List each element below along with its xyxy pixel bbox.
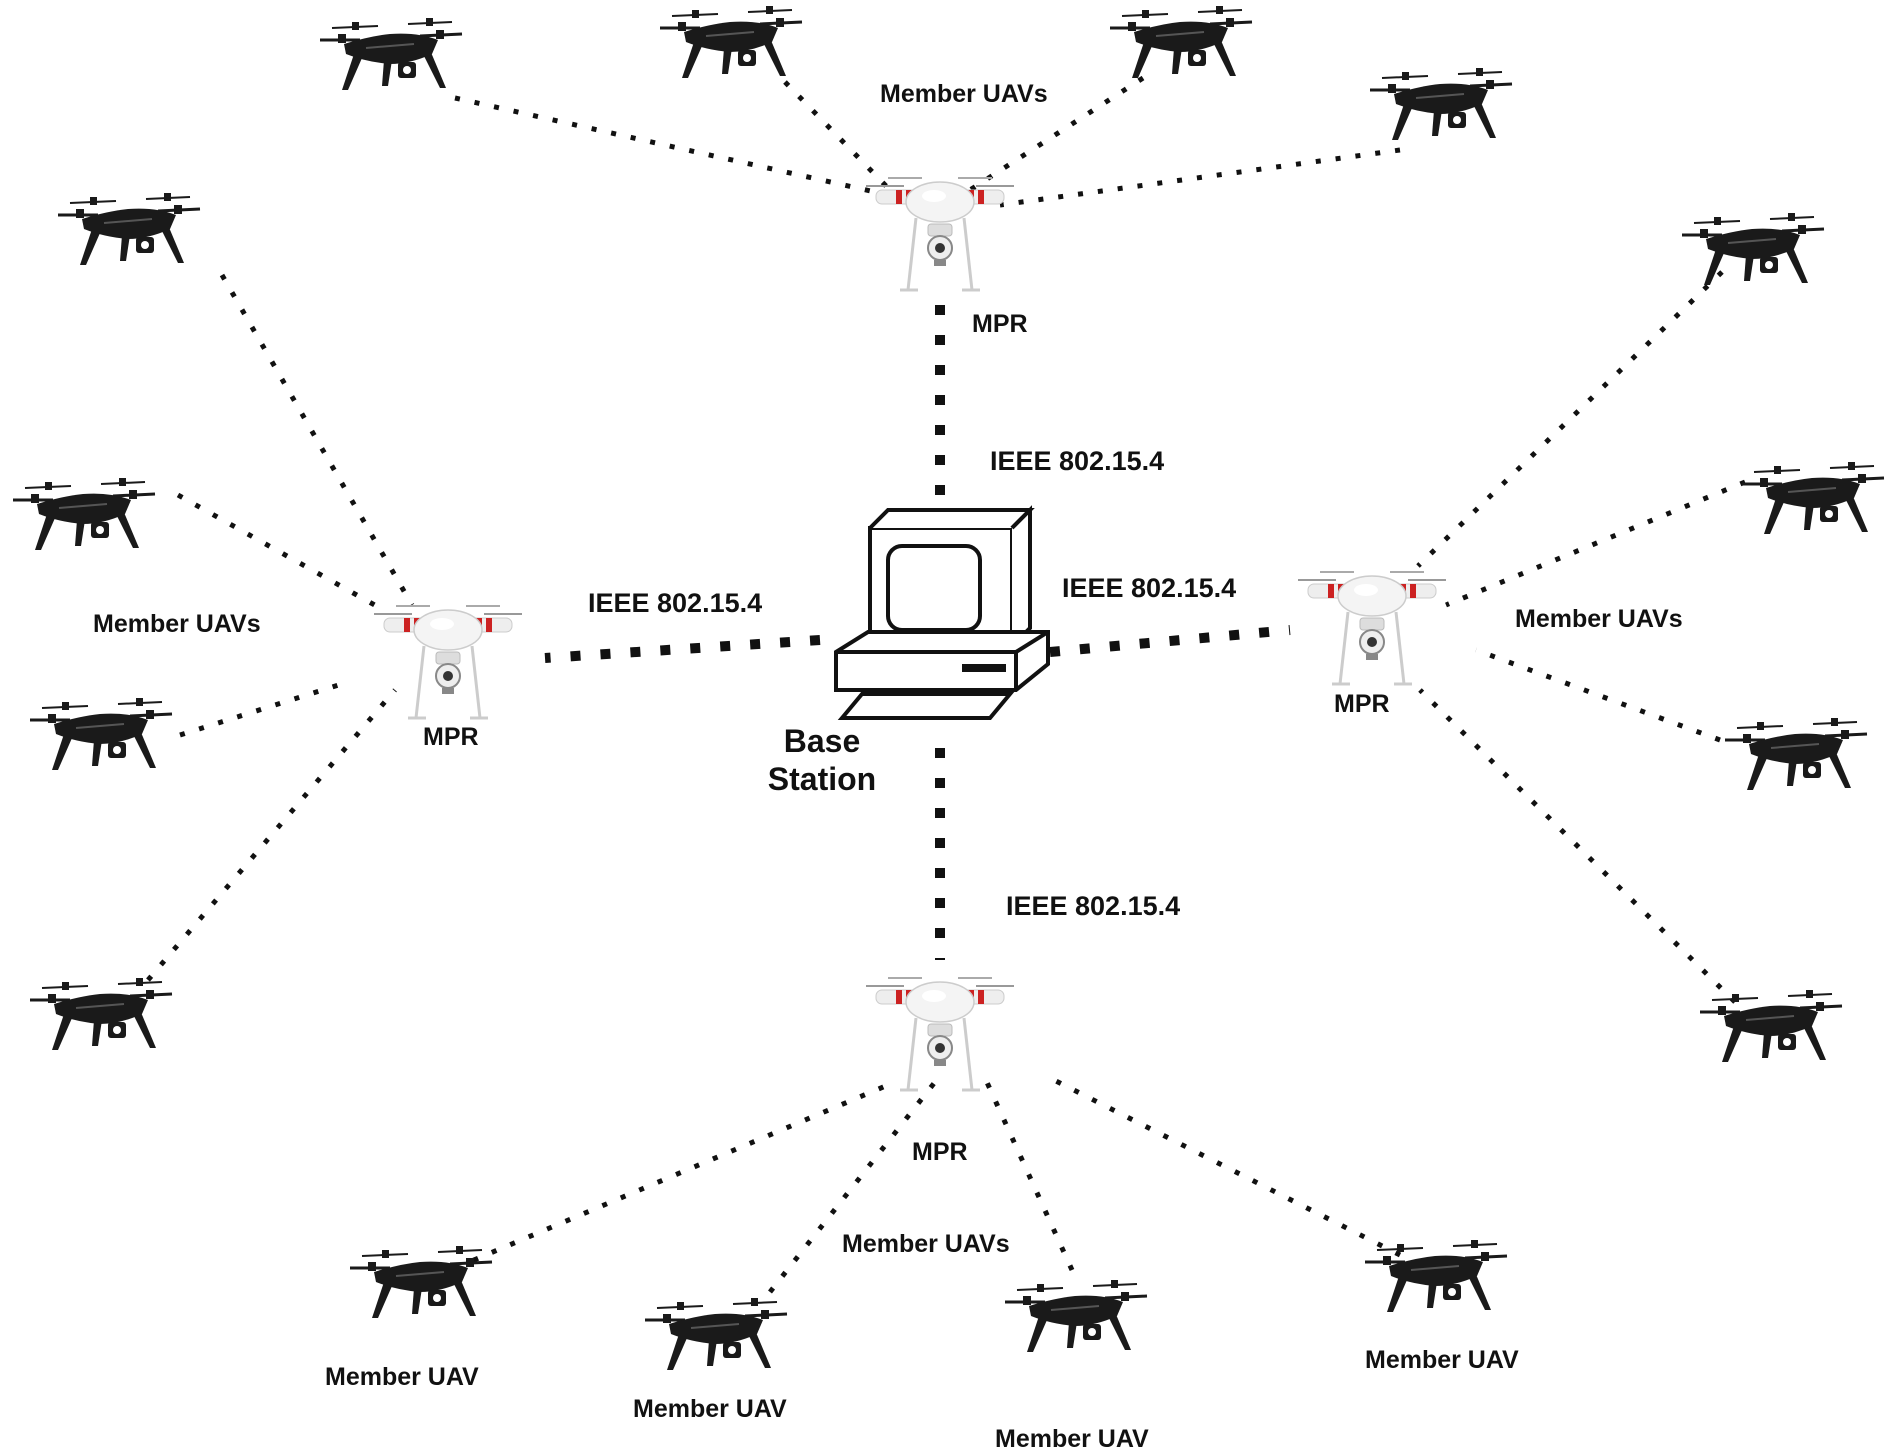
link-left-mpr-member-3 [179,679,349,738]
link-right-mpr-member-3 [1475,647,1721,743]
member-group-label-bottom: Member UAVs [842,1230,1010,1258]
member-drone-right-2 [1740,460,1886,536]
mpr-label-bottom: MPR [912,1138,968,1166]
member-single-label-2: Member UAV [633,1395,787,1423]
link-right-mpr-member-1 [1416,270,1724,568]
protocol-label-right: IEEE 802.15.4 [1062,573,1236,603]
link-left-mpr-member-1 [219,273,415,607]
member-drone-top-3 [1108,4,1254,80]
link-bottom-mpr-member-4 [1048,1075,1402,1258]
member-drone-left-3 [28,696,174,772]
member-group-label-left: Member UAVs [93,610,261,638]
link-left-mpr-member-2 [176,492,382,611]
mpr-drone-top [864,176,1016,292]
link-base-to-right-mpr [1049,625,1291,657]
member-group-label-right: Member UAVs [1515,605,1683,633]
link-top-mpr-member-2 [783,80,890,190]
member-drone-bottom-1 [348,1244,494,1320]
link-right-mpr-member-2 [1445,479,1746,608]
protocol-label-bottom: IEEE 802.15.4 [1006,891,1180,921]
member-drone-top-2 [658,4,804,80]
member-drone-top-4 [1368,66,1514,142]
mpr-label-left: MPR [423,723,479,751]
member-drone-left-2 [11,476,157,552]
member-drone-bottom-2 [643,1296,789,1372]
member-drone-right-1 [1680,211,1826,287]
member-single-label-3: Member UAV [995,1425,1149,1453]
link-left-mpr-member-4 [146,688,397,982]
links [146,75,1746,1294]
base-station-label-2: Station [768,761,876,797]
link-top-mpr-member-4 [999,147,1401,208]
protocol-label-left: IEEE 802.15.4 [588,588,762,618]
computer-icon [834,505,1050,720]
member-drone-bottom-3 [1003,1278,1149,1354]
mpr-drone-left [372,604,524,720]
member-drone-right-4 [1698,988,1844,1064]
base-station-label-1: Base [784,723,861,759]
member-group-label-top: Member UAVs [880,80,1048,108]
member-drone-left-1 [56,191,202,267]
mpr-label-right: MPR [1334,690,1390,718]
link-bottom-mpr-member-1 [454,1079,896,1271]
link-bottom-mpr-member-2 [768,1080,937,1294]
member-drone-left-4 [28,976,174,1052]
link-right-mpr-member-4 [1418,688,1737,1004]
member-single-label-4: Member UAV [1365,1346,1519,1374]
mpr-drone-bottom [864,976,1016,1092]
member-single-label-1: Member UAV [325,1363,479,1391]
mpr-label-top: MPR [972,310,1028,338]
protocol-label-top: IEEE 802.15.4 [990,446,1164,476]
mpr-drone-right [1296,570,1448,686]
link-top-mpr-member-3 [968,75,1145,193]
member-drone-top-1 [318,16,464,92]
member-drone-bottom-4 [1363,1238,1509,1314]
member-drone-right-3 [1723,716,1869,792]
link-base-to-left-mpr [544,635,821,663]
labels: Base Station IEEE 802.15.4 IEEE 802.15.4… [93,80,1683,1453]
